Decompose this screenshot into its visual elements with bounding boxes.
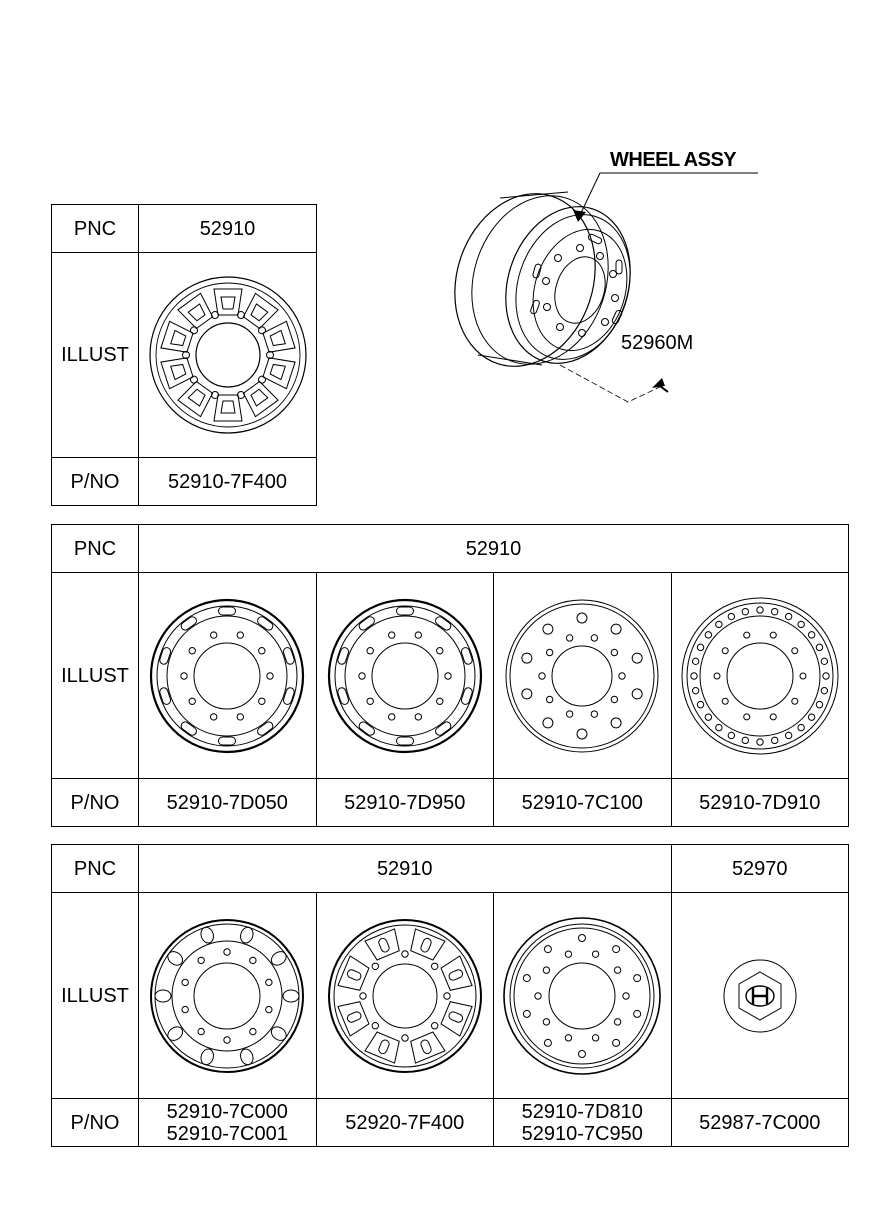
pnc-label: PNC — [51, 204, 139, 253]
part-number: 52920-7F400 — [315, 1098, 494, 1147]
illust-cell — [315, 572, 494, 779]
wheel-steel-slot-icon — [150, 598, 305, 753]
wheel-assy-label: WHEEL ASSY — [610, 149, 737, 171]
illust-cell — [315, 892, 494, 1099]
illust-cell — [493, 892, 672, 1099]
pnc-value-cap: 52970 — [670, 844, 849, 893]
illust-cell — [670, 892, 849, 1099]
part-number-pair: 52910-7D810 52910-7C950 — [493, 1098, 672, 1147]
pno-label: P/NO — [51, 778, 139, 827]
valve-part-code: 52960M — [621, 332, 694, 354]
part-number: 52910-7D950 — [315, 778, 494, 827]
parts-table-2: PNC 52910 ILLUST P/NO 52910-7D050 52910-… — [51, 524, 849, 827]
hub-cap-icon — [723, 959, 797, 1032]
part-number: 52910-7F400 — [138, 457, 317, 506]
wheel-assembly-drawing — [454, 172, 758, 403]
wheel-oval-hole-icon — [150, 918, 305, 1073]
part-number: 52910-7C100 — [493, 778, 672, 827]
part-number-pair: 52910-7C000 52910-7C001 — [138, 1098, 317, 1147]
part-number: 52910-7C001 — [166, 1122, 288, 1145]
pnc-value: 52910 — [138, 844, 672, 893]
wheel-steel-slot-icon — [327, 598, 482, 753]
illust-label: ILLUST — [51, 892, 139, 1099]
illust-cell — [138, 892, 317, 1099]
pnc-value: 52910 — [138, 204, 317, 253]
illust-label: ILLUST — [51, 572, 139, 779]
illust-cell — [670, 572, 849, 779]
wheel-many-hole-icon — [681, 597, 839, 754]
pno-label: P/NO — [51, 457, 139, 506]
pnc-value: 52910 — [138, 524, 849, 573]
illust-cell — [138, 572, 317, 779]
wheel-alloy-pocket-icon — [327, 918, 482, 1073]
wheel-round-hole-icon — [505, 599, 659, 752]
part-number: 52910-7C950 — [521, 1122, 643, 1145]
part-number: 52910-7D050 — [138, 778, 317, 827]
pnc-label: PNC — [51, 524, 139, 573]
part-number: 52910-7C000 — [166, 1100, 288, 1123]
wheel-10-pocket-icon — [148, 276, 307, 434]
illust-cell — [138, 252, 317, 458]
parts-table-3: PNC 52910 52970 ILLUST P/NO 52910-7C000 … — [51, 844, 849, 1147]
illust-cell — [493, 572, 672, 779]
wheel-plain-icon — [503, 916, 662, 1075]
part-number: 52910-7D910 — [670, 778, 849, 827]
pno-label: P/NO — [51, 1098, 139, 1147]
illust-label: ILLUST — [51, 252, 139, 458]
parts-table-1: PNC 52910 ILLUST P/NO 52910-7F400 — [51, 204, 317, 506]
part-number: 52987-7C000 — [670, 1098, 849, 1147]
part-number: 52910-7D810 — [521, 1100, 643, 1123]
pnc-label: PNC — [51, 844, 139, 893]
